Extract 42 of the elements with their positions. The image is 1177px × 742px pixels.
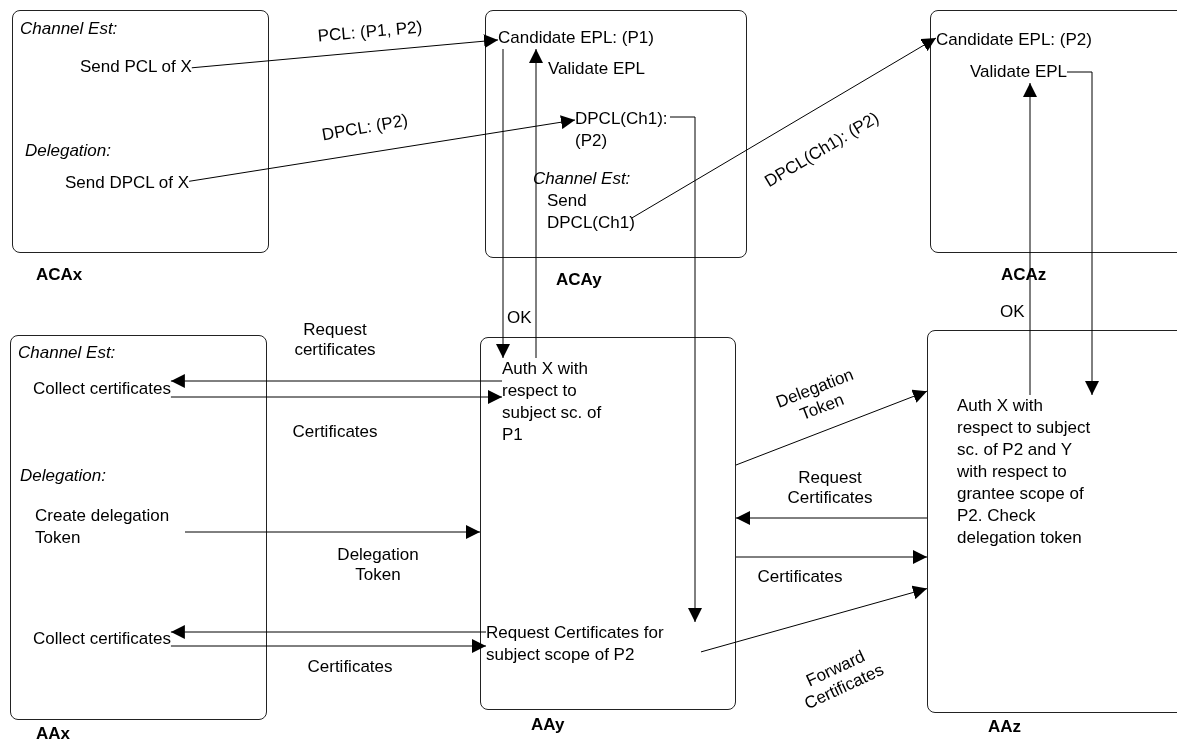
box-title: AAx bbox=[36, 723, 70, 742]
step-text: Auth X with respect to subject sc. of P1 bbox=[502, 358, 614, 446]
box-title: ACAz bbox=[1001, 264, 1047, 286]
arrow bbox=[170, 625, 487, 639]
phase-heading: Delegation: bbox=[20, 465, 106, 487]
arrow bbox=[735, 389, 928, 466]
step-text: Candidate EPL: (P2) bbox=[936, 29, 1092, 51]
arrow bbox=[496, 48, 510, 359]
box-title: ACAx bbox=[36, 264, 83, 286]
phase-heading: Channel Est: bbox=[18, 342, 116, 364]
step-text: Send DPCL of X bbox=[65, 172, 190, 194]
step-text: Send DPCL(Ch1) bbox=[547, 190, 632, 234]
box-title: AAz bbox=[988, 716, 1022, 738]
step-text: Validate EPL bbox=[970, 61, 1068, 83]
phase-heading: Channel Est: bbox=[533, 168, 631, 190]
arrow bbox=[184, 525, 481, 539]
step-text: Collect certificates bbox=[33, 628, 171, 650]
arrow bbox=[1023, 82, 1037, 396]
step-text: Create delegation Token bbox=[35, 505, 185, 549]
arrow bbox=[191, 34, 499, 69]
step-text: Send PCL of X bbox=[80, 56, 192, 78]
arrow bbox=[735, 511, 928, 525]
arrow bbox=[631, 37, 937, 219]
step-text: DPCL(Ch1): (P2) bbox=[575, 108, 670, 152]
box-title: AAy bbox=[531, 714, 565, 736]
box-title: ACAy bbox=[556, 269, 602, 291]
arrow bbox=[529, 48, 543, 359]
phase-heading: Channel Est: bbox=[20, 18, 118, 40]
step-text: Request Certificates for subject scope of P2 bbox=[486, 622, 701, 666]
arrow bbox=[700, 585, 928, 653]
step-text: Collect certificates bbox=[33, 378, 171, 400]
step-text: Auth X with respect to subject sc. of P2 and Y with respect to grantee scope of P2. Check delegation token bbox=[957, 395, 1097, 549]
arrow bbox=[170, 639, 487, 653]
arrow bbox=[170, 374, 503, 388]
arrow bbox=[1066, 71, 1099, 396]
arrow bbox=[188, 115, 576, 182]
phase-heading: Delegation: bbox=[25, 140, 111, 162]
step-text: Candidate EPL: (P1) bbox=[498, 27, 654, 49]
step-text: Validate EPL bbox=[548, 58, 646, 80]
arrow bbox=[735, 550, 928, 564]
arrow bbox=[170, 390, 503, 404]
arrow bbox=[669, 116, 702, 623]
